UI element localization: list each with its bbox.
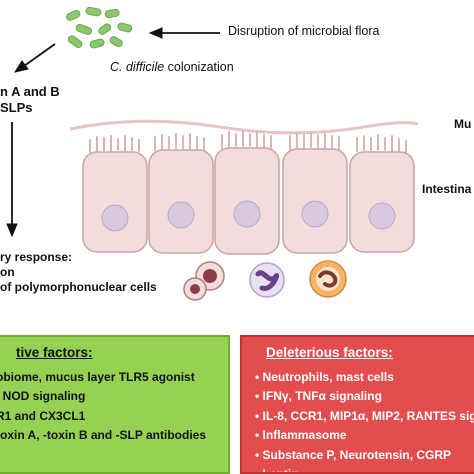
epithelial-cell	[349, 151, 415, 253]
intestinal-label: Intestina	[422, 182, 472, 196]
microvilli	[89, 130, 407, 154]
mast-cell-icon	[183, 261, 225, 301]
colonization-species: C. difficile	[110, 60, 165, 74]
colonization-label: C. difficile colonization	[110, 60, 234, 74]
inflammatory-label-line1: ry response:	[0, 250, 73, 264]
arrow-to-toxins	[13, 43, 56, 73]
arrow-disruption	[148, 27, 220, 39]
mucus-label: Mu	[454, 117, 472, 131]
deleterious-factors-box: Deleterious factors: • Neutrophils, mast…	[240, 335, 474, 474]
protective-item: obiome, mucus layer TLR5 agonist	[0, 370, 195, 384]
protective-item: toxin A, -toxin B and -SLP antibodies	[0, 428, 207, 443]
epithelial-cell	[82, 151, 148, 253]
arrow-to-inflammation	[6, 122, 18, 238]
deleterious-list: • Neutrophils, mast cells • IFNγ, TNFα s…	[255, 368, 474, 474]
toxin-label-line1: n A and B	[0, 84, 60, 99]
deleterious-item: • IL-8, CCR1, MIP1α, MIP2, RANTES signa	[255, 408, 474, 423]
protective-title: tive factors:	[16, 345, 93, 360]
protective-factors-box: tive factors: obiome, mucus layer TLR5 a…	[0, 335, 230, 474]
inflammatory-label-line2: on	[0, 265, 15, 279]
bacteria-cluster-icon	[66, 6, 133, 49]
deleterious-item: • Neutrophils, mast cells	[255, 370, 394, 384]
protective-item: R1 and CX3CL1	[0, 408, 86, 423]
inflammatory-label-line3: of polymorphonuclear cells	[0, 280, 157, 294]
deleterious-item: • IFNγ, TNFα signaling	[255, 389, 382, 404]
mucus-layer-line	[69, 119, 419, 135]
disruption-label: Disruption of microbial flora	[228, 24, 380, 38]
deleterious-item: • Substance P, Neurotensin, CGRP	[255, 447, 452, 462]
deleterious-item: • Inflammasome	[255, 428, 347, 443]
colonization-rest: colonization	[164, 60, 234, 74]
neutrophil-orange-icon	[309, 260, 347, 298]
deleterious-title: Deleterious factors:	[266, 345, 393, 360]
protective-item: , NOD signaling	[0, 389, 86, 404]
toxin-label-line2: SLPs	[0, 100, 33, 115]
cell-nuclei	[101, 200, 396, 232]
neutrophil-purple-icon	[249, 262, 285, 298]
protective-list: obiome, mucus layer TLR5 agonist , NOD s…	[0, 368, 206, 446]
deleterious-item: • Leptin	[255, 466, 299, 474]
